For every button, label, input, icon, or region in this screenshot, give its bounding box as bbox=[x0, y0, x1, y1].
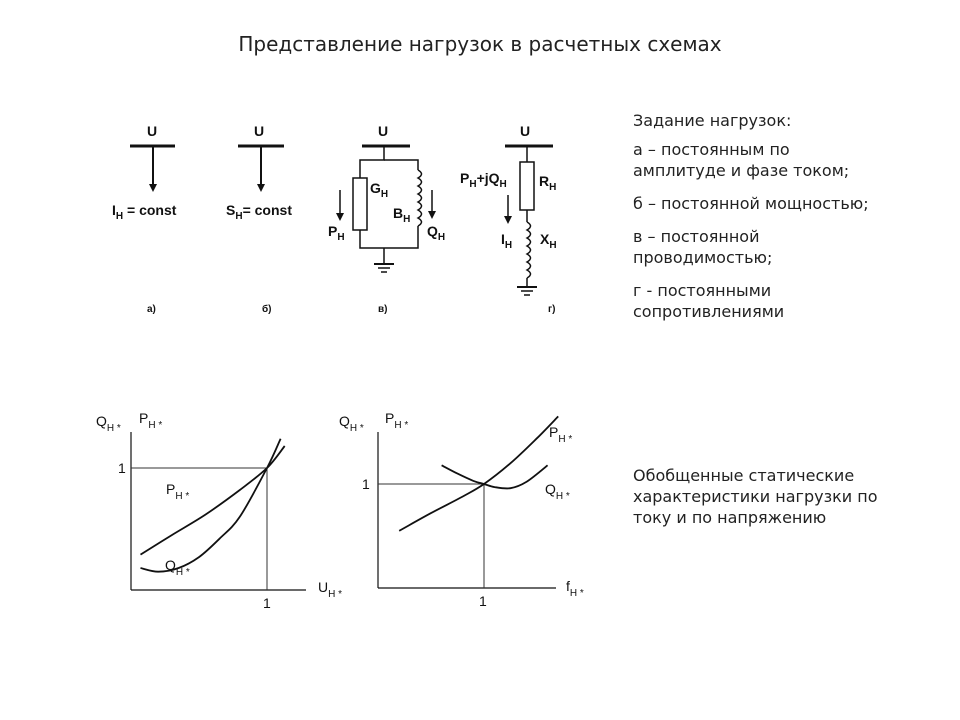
scheme-v-wire-left-top bbox=[359, 146, 385, 178]
scheme-v-q-label: QН bbox=[427, 223, 445, 243]
scheme-v-bus-label: U bbox=[378, 123, 388, 139]
scheme-b-caption: б) bbox=[262, 303, 272, 315]
scheme-a-caption: а) bbox=[147, 304, 156, 315]
scheme-g-reactance bbox=[525, 221, 532, 279]
scheme-g-i-label: IН bbox=[501, 231, 512, 251]
chart-1-q-series-label: QН * bbox=[165, 557, 190, 578]
scheme-g-resistor bbox=[519, 161, 535, 211]
scheme-v-conductance bbox=[352, 177, 368, 231]
scheme-g: U PН+jQН RН IН XН г) bbox=[460, 123, 557, 315]
chart-2-x-label: fН * bbox=[566, 578, 584, 599]
scheme-a-label: IН = const bbox=[112, 202, 177, 222]
chart-2-y-label-p: PН * bbox=[385, 410, 408, 431]
chart-2-y-tick: 1 bbox=[362, 476, 370, 492]
chart-1-y-label-p: PН * bbox=[139, 410, 162, 431]
scheme-b-label: SН= const bbox=[226, 202, 292, 222]
scheme-b: U SН= const б) bbox=[226, 123, 292, 315]
chart-1-y-tick: 1 bbox=[118, 460, 126, 476]
legend-item-a: а – постоянным по амплитуде и фазе током… bbox=[633, 140, 850, 180]
charts-caption: Обобщенные статические характеристики на… bbox=[633, 466, 878, 527]
scheme-g-bus-label: U bbox=[520, 123, 530, 139]
chart-2-q-series-label: QН * bbox=[545, 481, 570, 502]
chart-2-y-label-q: QН * bbox=[339, 413, 364, 434]
legend-item-v: в – постоянной проводимостью; bbox=[633, 227, 773, 267]
chart-2-series-p bbox=[398, 415, 559, 532]
chart-1-x-label: UН * bbox=[318, 579, 342, 600]
chart-2-series-q bbox=[441, 464, 549, 490]
scheme-v-inductor bbox=[416, 169, 423, 227]
scheme-g-caption: г) bbox=[548, 304, 556, 315]
legend-panel: Задание нагрузок: а – постоянным по ампл… bbox=[633, 110, 873, 334]
scheme-a-bus-label: U bbox=[147, 123, 157, 139]
scheme-v-p-label: PН bbox=[328, 223, 345, 243]
chart-frequency-characteristics: QН * PН * 1 1 fН * PН * QН * bbox=[339, 410, 584, 609]
scheme-b-bus-label: U bbox=[254, 123, 264, 139]
scheme-v: U GН BН PН QН в) bbox=[328, 123, 445, 315]
page-title: Представление нагрузок в расчетных схема… bbox=[238, 32, 722, 56]
legend-heading: Задание нагрузок: bbox=[633, 111, 792, 130]
scheme-v-b-label: BН bbox=[393, 205, 410, 225]
chart-2-x-tick: 1 bbox=[479, 593, 487, 609]
chart-1-series-q bbox=[140, 438, 282, 573]
chart-voltage-characteristics: QН * PН * 1 1 UН * PН * QН * bbox=[96, 410, 342, 611]
scheme-g-r-label: RН bbox=[539, 173, 556, 193]
scheme-v-g-label: GН bbox=[370, 180, 388, 200]
chart-1-y-label-q: QН * bbox=[96, 413, 121, 434]
scheme-v-wire-right-top bbox=[384, 159, 419, 170]
chart-1-series-p bbox=[140, 445, 286, 556]
scheme-g-pq-label: PН+jQН bbox=[460, 170, 507, 190]
chart-2-p-series-label: PН * bbox=[549, 424, 572, 445]
scheme-v-wire-bottom bbox=[359, 226, 419, 249]
legend-item-g: г - постоянными сопротивлениями bbox=[633, 281, 785, 321]
scheme-v-caption: в) bbox=[378, 304, 387, 315]
legend-item-b: б – постоянной мощностью; bbox=[633, 194, 869, 213]
chart-1-p-series-label: PН * bbox=[166, 481, 189, 502]
scheme-g-x-label: XН bbox=[540, 231, 557, 251]
scheme-a: U IН = const а) bbox=[112, 123, 177, 315]
chart-1-x-tick: 1 bbox=[263, 595, 271, 611]
